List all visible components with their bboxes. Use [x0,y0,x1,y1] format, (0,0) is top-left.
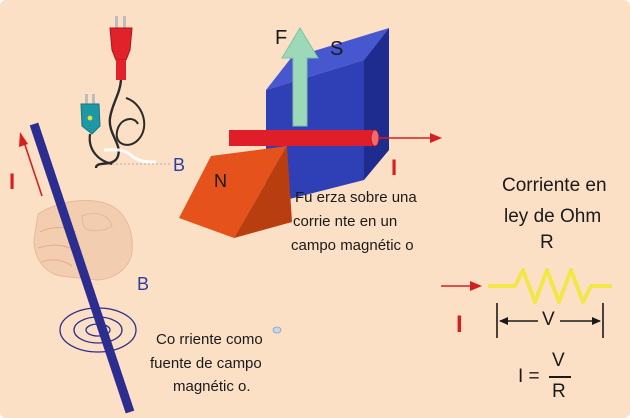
hand-thumb [81,212,113,232]
ohm-current-arrow [441,281,482,291]
label-south: S [330,38,344,60]
caption-field-line2: fuente de campo [150,355,262,372]
formula-lhs: I = [518,366,540,387]
caption-force-line3: campo magnétic o [291,237,414,254]
label-force: F [275,27,288,49]
label-current-left: I [9,169,16,194]
label-current-rod: I [391,155,398,180]
formula-fraction-bar [549,376,571,378]
electric-plug-icon [80,16,170,169]
label-field-b-left: B [137,274,150,294]
label-field-b-top: B [173,155,186,175]
formula-numerator: V [552,350,565,371]
straight-conductor-wire [29,122,135,414]
current-arrow-rod [378,133,442,143]
conductor-rod [229,129,380,147]
force-arrow [281,27,319,127]
label-north: N [214,171,227,191]
resistor-zigzag [488,268,612,304]
marker-dot [272,326,282,334]
current-direction-arrow [19,132,43,197]
magnet-north [179,146,292,238]
caption-ohm-line1: Corriente en [502,175,607,196]
caption-field-line1: Co rriente como [156,331,263,348]
voltage-span [496,303,604,338]
label-current-ohm: I [456,311,463,338]
caption-field-line3: magnétic o. [173,378,251,395]
caption-force-line2: corrie nte en un [293,213,398,230]
label-resistor: R [540,232,554,253]
label-voltage-span: V [542,309,555,330]
formula-denominator: R [552,381,566,402]
caption-force-line1: Fu erza sobre una [295,189,417,206]
caption-ohm-line2: ley de Ohm [504,206,602,227]
